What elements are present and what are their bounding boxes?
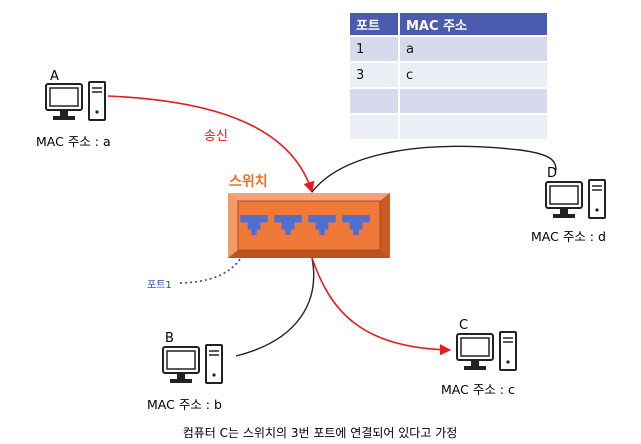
- computer-d-icon: [544, 178, 607, 220]
- computer-c-letter: C: [459, 318, 468, 333]
- computer-d-letter: D: [547, 166, 557, 181]
- computer-a-letter: A: [50, 69, 59, 84]
- table-row: [350, 87, 547, 114]
- computer-a-icon: [44, 80, 107, 122]
- switch: [228, 193, 390, 258]
- port1-label: 포트1: [147, 280, 172, 291]
- computer-d-mac: MAC 주소 : d: [531, 229, 606, 244]
- computer-c-mac: MAC 주소 : c: [441, 382, 515, 397]
- link-a-switch: [107, 95, 315, 194]
- table-row: [350, 113, 547, 139]
- table-row: 1 a: [350, 35, 547, 62]
- cell-port: 3: [350, 61, 399, 88]
- computer-a-mac: MAC 주소 : a: [36, 134, 111, 149]
- port1-pointer: [179, 239, 249, 284]
- cell-port: [350, 113, 399, 139]
- header-mac: MAC 주소: [398, 13, 547, 36]
- cell-mac: c: [398, 61, 547, 88]
- cell-mac: a: [398, 35, 547, 62]
- computer-b-icon: [161, 343, 224, 385]
- cell-mac: [398, 113, 547, 139]
- cell-port: 1: [350, 35, 399, 62]
- computer-b-mac: MAC 주소 : b: [147, 397, 222, 412]
- mac-address-table: 포트 MAC 주소 1 a 3 c: [350, 13, 547, 139]
- computer-c-icon: [455, 330, 518, 372]
- computer-b-letter: B: [165, 331, 174, 346]
- table-row: 3 c: [350, 61, 547, 88]
- cell-mac: [398, 87, 547, 114]
- cell-port: [350, 87, 399, 114]
- switch-label: 스위치: [229, 174, 268, 190]
- link-switch-c: [311, 257, 452, 356]
- header-port: 포트: [350, 13, 399, 36]
- table-header-row: 포트 MAC 주소: [350, 13, 547, 36]
- link-switch-d: [311, 145, 557, 193]
- caption: 컴퓨터 C는 스위치의 3번 포트에 연결되어 있다고 가정: [183, 426, 458, 440]
- link-switch-b: [235, 257, 315, 357]
- send-label: 송신: [204, 129, 228, 144]
